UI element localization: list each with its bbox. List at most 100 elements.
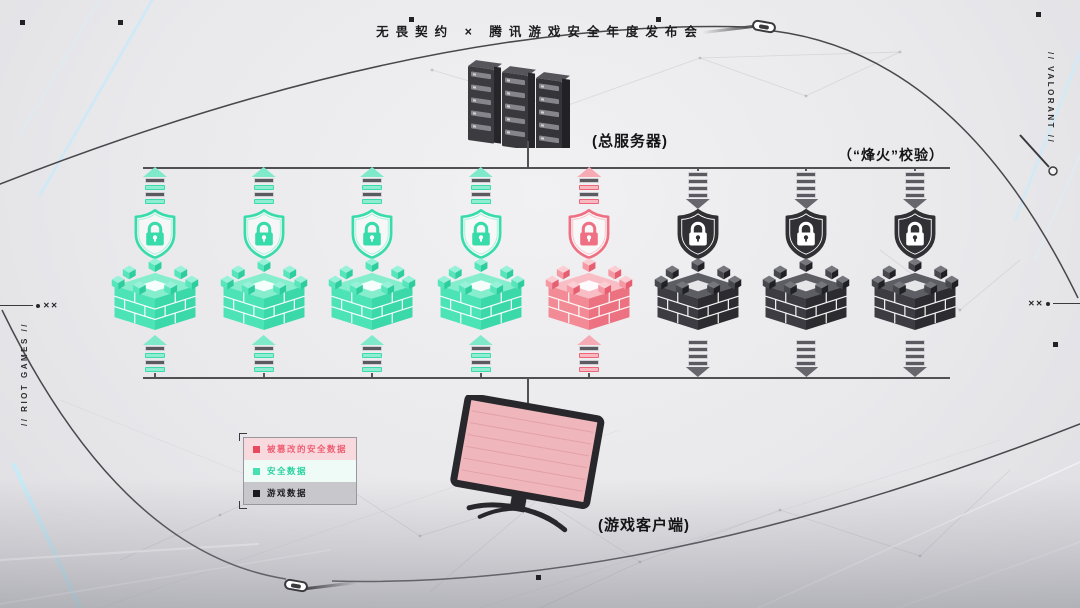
corner-square bbox=[118, 20, 123, 25]
server-label: (总服务器) bbox=[592, 133, 668, 150]
uplink-arrow bbox=[794, 167, 819, 209]
data-packet-bar bbox=[904, 361, 925, 366]
data-packet-bar bbox=[687, 179, 708, 184]
data-packet-bar bbox=[253, 367, 274, 372]
shield-lock-icon bbox=[458, 208, 504, 260]
arrow-head-down bbox=[794, 367, 819, 377]
legend: 被篡改的安全数据 安全数据 游戏数据 bbox=[238, 433, 358, 509]
arrow-head-down bbox=[902, 367, 927, 377]
data-packet-bar bbox=[579, 360, 600, 365]
data-packet-bar bbox=[904, 340, 925, 345]
data-packet-bar bbox=[687, 193, 708, 198]
uplink-arrow bbox=[577, 167, 602, 205]
data-packet-bar bbox=[579, 353, 600, 358]
data-packet-bar bbox=[796, 340, 817, 345]
brick-fortress-icon bbox=[326, 258, 418, 332]
shield-lock-icon bbox=[566, 208, 612, 260]
data-packet-bar bbox=[579, 185, 600, 190]
data-packet-bar bbox=[253, 346, 274, 351]
data-packet-bar bbox=[470, 360, 491, 365]
data-packet-bar bbox=[796, 361, 817, 366]
shield-lock-icon bbox=[783, 208, 829, 260]
game-data-node-2 bbox=[761, 166, 851, 378]
arrow-head-down bbox=[685, 199, 710, 209]
corner-square bbox=[20, 20, 25, 25]
edge-square bbox=[1053, 342, 1058, 347]
edge-marker-right: ✕✕ bbox=[1028, 299, 1080, 308]
server-stem-line bbox=[527, 141, 529, 168]
data-packet-bar bbox=[579, 192, 600, 197]
uplink-arrow bbox=[902, 167, 927, 209]
marker-x-glyphs: ✕✕ bbox=[1028, 299, 1044, 308]
shield-lock-icon bbox=[892, 208, 938, 260]
data-packet-bar bbox=[579, 178, 600, 183]
data-packet-bar bbox=[145, 185, 165, 190]
data-packet-bar bbox=[904, 193, 925, 198]
capsule-dash bbox=[290, 582, 302, 589]
secure-node-2 bbox=[219, 166, 309, 378]
legend-swatch bbox=[253, 445, 260, 453]
edge-marker-left: ✕✕ bbox=[0, 301, 58, 310]
secure-node-3 bbox=[327, 166, 417, 378]
client-label: (游戏客户端) bbox=[598, 517, 690, 534]
downlink-arrow bbox=[794, 339, 819, 377]
data-packet-bar bbox=[362, 199, 383, 204]
data-packet-bar bbox=[470, 346, 491, 351]
legend-label: 安全数据 bbox=[267, 466, 308, 476]
data-packet-bar bbox=[687, 340, 708, 345]
game-data-node-1 bbox=[653, 166, 743, 378]
server-rack-illustration bbox=[468, 60, 570, 148]
shield-lock-icon bbox=[241, 208, 287, 260]
uplink-arrow bbox=[251, 167, 276, 205]
side-label-riot-games: // RIOT GAMES // bbox=[20, 321, 29, 426]
brick-fortress-icon bbox=[652, 258, 744, 332]
data-packet-bar bbox=[904, 172, 925, 177]
secure-node-4 bbox=[436, 166, 526, 378]
data-packet-bar bbox=[796, 347, 817, 352]
arrow-head-down bbox=[902, 199, 927, 209]
legend-item: 安全数据 bbox=[244, 460, 357, 482]
top-bus-line bbox=[143, 167, 950, 169]
data-packet-bar bbox=[904, 179, 925, 184]
data-packet-bar bbox=[145, 360, 165, 365]
data-packet-bar bbox=[687, 354, 708, 359]
downlink-arrow bbox=[143, 335, 167, 377]
data-packet-bar bbox=[470, 367, 491, 372]
data-packet-bar bbox=[904, 186, 925, 191]
brick-fortress-icon bbox=[109, 258, 201, 332]
arrow-head-up bbox=[468, 167, 493, 177]
arrow-head-up bbox=[251, 335, 276, 345]
data-packet-bar bbox=[362, 360, 383, 365]
legend-item: 被篡改的安全数据 bbox=[244, 438, 357, 460]
uplink-arrow bbox=[360, 167, 385, 205]
data-packet-bar bbox=[145, 353, 165, 358]
connector-tick bbox=[588, 373, 591, 377]
client-stem-line bbox=[527, 378, 529, 404]
data-packet-bar bbox=[796, 179, 817, 184]
downlink-arrow bbox=[360, 335, 385, 377]
data-packet-bar bbox=[796, 186, 817, 191]
data-packet-bar bbox=[253, 360, 274, 365]
brick-fortress-icon bbox=[869, 258, 961, 332]
edge-square bbox=[536, 575, 541, 580]
data-packet-bar bbox=[362, 192, 383, 197]
data-packet-bar bbox=[253, 353, 274, 358]
data-packet-bar bbox=[470, 178, 491, 183]
marker-x-glyphs: ✕✕ bbox=[43, 301, 59, 310]
arrow-head-up bbox=[143, 335, 167, 345]
data-packet-bar bbox=[253, 192, 274, 197]
downlink-arrow bbox=[468, 335, 493, 377]
brick-fortress-icon bbox=[435, 258, 527, 332]
data-packet-bar bbox=[253, 178, 274, 183]
corner-square bbox=[1036, 12, 1041, 17]
data-packet-bar bbox=[362, 346, 383, 351]
side-label-valorant: // VALORANT // bbox=[1046, 52, 1055, 145]
arrow-head-up bbox=[360, 167, 385, 177]
data-packet-bar bbox=[470, 199, 491, 204]
secure-node-1 bbox=[110, 166, 200, 378]
brick-fortress-icon bbox=[543, 258, 635, 332]
data-packet-bar bbox=[145, 367, 165, 372]
connector-tick bbox=[913, 167, 916, 171]
data-packet-bar bbox=[145, 199, 165, 204]
